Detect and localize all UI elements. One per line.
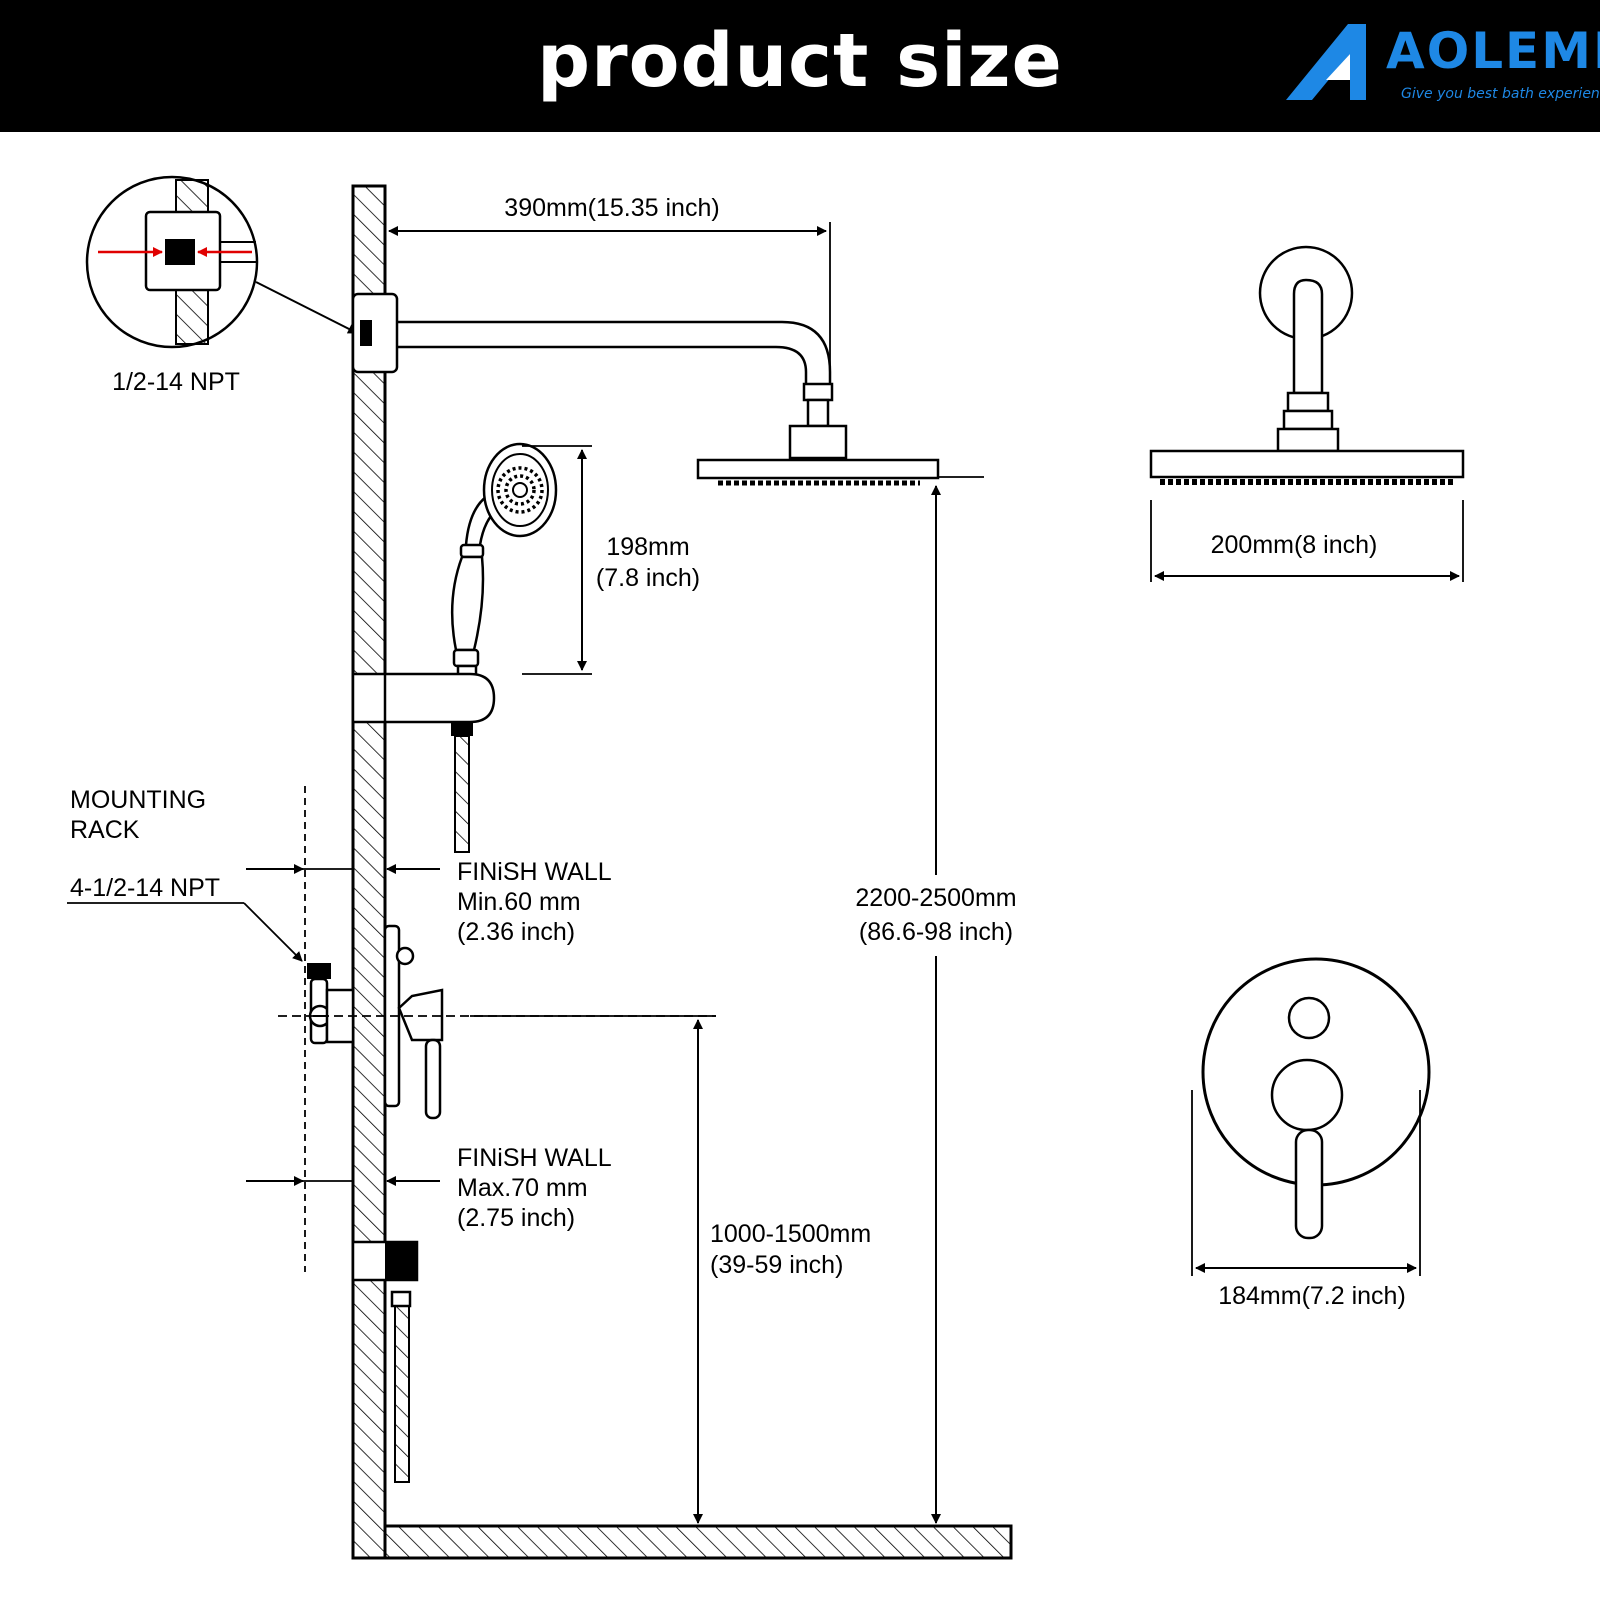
valve-height-mm: 1000-1500mm: [710, 1220, 871, 1248]
arm-length-label: 390mm(15.35 inch): [504, 194, 719, 222]
mounting-rack-line2: RACK: [70, 816, 140, 844]
showerhead-height-inch: (86.6-98 inch): [859, 918, 1013, 946]
page-title: product size: [537, 18, 1063, 104]
wall-hose-connector: [351, 1240, 419, 1483]
handheld-holder: [351, 672, 496, 853]
header-bar: product size AOLEMI Give you best bath e…: [0, 0, 1600, 132]
trim-plate-width-dimension: [1191, 1090, 1421, 1276]
showerhead-height-mm: 2200-2500mm: [855, 884, 1016, 912]
handheld-height-mm: 198mm: [606, 533, 689, 561]
mounting-rack-leader: [67, 786, 306, 1272]
finish-wall-max-inch: (2.75 inch): [457, 1204, 575, 1232]
finish-wall-min-title: FINiSH WALL: [457, 858, 612, 886]
handheld-shower: [450, 442, 558, 678]
trim-plate-width-label: 184mm(7.2 inch): [1218, 1282, 1406, 1310]
mounting-rack-line1: MOUNTING: [70, 786, 206, 814]
showerhead-width-label: 200mm(8 inch): [1211, 531, 1378, 559]
showerhead-front-view: [1149, 245, 1465, 485]
brand-logo: AOLEMI Give you best bath experience: [1286, 14, 1600, 114]
handheld-height-inch: (7.8 inch): [596, 564, 700, 592]
arm-length-dimension: [388, 222, 831, 384]
valve-height-inch: (39-59 inch): [710, 1251, 843, 1279]
logo-wordmark: AOLEMI: [1386, 22, 1600, 80]
handheld-height-dimension: [522, 445, 592, 675]
shower-arm: [351, 292, 940, 486]
finish-wall-min-inch: (2.36 inch): [457, 918, 575, 946]
showerhead-height-dimension: [931, 476, 984, 1524]
npt-detail-view: [85, 175, 358, 349]
finish-wall-max-value: Max.70 mm: [457, 1174, 588, 1202]
finish-wall-max-title: FINiSH WALL: [457, 1144, 612, 1172]
mounting-rack-npt: 4-1/2-14 NPT: [70, 874, 220, 902]
showerhead-width-dimension: [1150, 500, 1464, 582]
npt-detail-label: 1/2-14 NPT: [112, 368, 240, 396]
trim-plate-front-view: [1201, 957, 1431, 1240]
wall-section: [351, 184, 1013, 1560]
logo-tagline: Give you best bath experience: [1401, 86, 1600, 102]
finish-wall-min-value: Min.60 mm: [457, 888, 581, 916]
diverter-valve: [278, 924, 716, 1120]
logo-mark-icon: [1286, 24, 1366, 100]
